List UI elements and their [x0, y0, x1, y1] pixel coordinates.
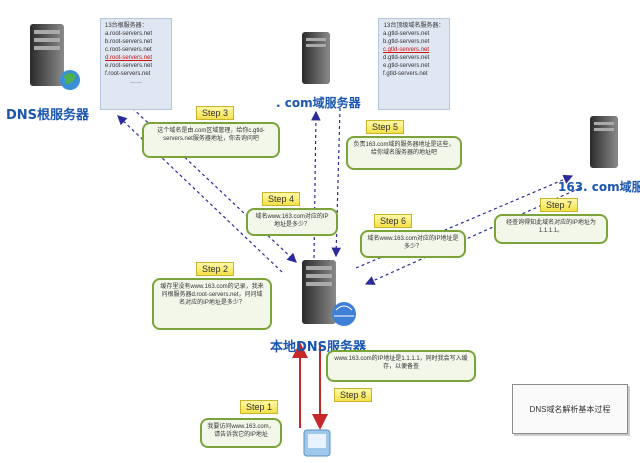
server-icon	[590, 116, 618, 168]
root-list-title: 13台根服务器：	[105, 23, 148, 29]
root-list-item: a.root-servers.net	[105, 31, 153, 37]
step-8-tag: Step 8	[334, 388, 373, 402]
server-icon	[30, 24, 80, 90]
root-list-item: ……	[130, 79, 142, 85]
step-1-tag: Step 1	[240, 400, 279, 414]
root-list-item: e.root-servers.net	[105, 63, 153, 69]
diagram-caption: DNS域名解析基本过程	[512, 384, 628, 434]
com-server-list: 13台顶级域名服务器： a.gtld-servers.net b.gtld-se…	[378, 18, 450, 110]
com-list-item: b.gtld-servers.net	[383, 39, 430, 45]
step-5-bubble: 负责163.com域的服务器地址是这些，给你域名服务器的地址吧	[346, 136, 462, 170]
server-icon	[302, 260, 356, 326]
server-icon	[302, 32, 330, 84]
step-7-tag: Step 7	[540, 198, 579, 212]
step-3-tag: Step 3	[196, 106, 235, 120]
computer-icon	[303, 429, 331, 457]
root-list-item-highlight: d.root-servers.net	[105, 55, 153, 61]
step-3-bubble: 这个域名是由.com区域管理，给你c.gtld-servers.net服务器地址…	[142, 122, 280, 158]
step-6-bubble: 域名www.163.com对应的IP地址是多少？	[360, 230, 466, 258]
local-server	[296, 256, 360, 334]
com-server	[296, 28, 336, 88]
com-server-label: . com域服务器	[276, 96, 361, 110]
step-4-bubble: 域名www.163.com对应的IP地址是多少？	[246, 208, 338, 236]
step-8-bubble: www.163.com的IP地址是1.1.1.1，同时我会写入缓存，以便备查	[326, 350, 476, 382]
com-list-item-highlight: c.gtld-servers.net	[383, 47, 430, 53]
step-7-bubble: 经查询得知此域名对应的IP地址为1.1.1.1。	[494, 214, 608, 244]
root-list-item: c.root-servers.net	[105, 47, 152, 53]
root-server-label: DNS根服务器	[6, 108, 90, 123]
step-4-tag: Step 4	[262, 192, 301, 206]
com-list-item: f.gtld-servers.net	[383, 71, 428, 77]
com-list-item: d.gtld-servers.net	[383, 55, 430, 61]
step-1-bubble: 我要访问www.163.com，请告诉我它的IP地址	[200, 418, 282, 448]
step-2-tag: Step 2	[196, 262, 235, 276]
root-list-item: f.root-servers.net	[105, 71, 151, 77]
root-server-list: 13台根服务器： a.root-servers.net b.root-serve…	[100, 18, 172, 110]
arrow-local-to-com	[311, 110, 321, 259]
com-list-title: 13台顶级域名服务器：	[383, 23, 445, 29]
root-list-item: b.root-servers.net	[105, 39, 153, 45]
com-list-item: e.gtld-servers.net	[383, 63, 430, 69]
root-server	[20, 18, 80, 98]
step-2-bubble: 缓存里没有www.163.com的记录，我来问根服务器d.root-server…	[152, 278, 272, 330]
domain-server-label: 163. com域服	[558, 180, 640, 194]
domain-server	[584, 112, 624, 172]
step-5-tag: Step 5	[366, 120, 405, 134]
step-6-tag: Step 6	[374, 214, 413, 228]
client-computer	[296, 426, 340, 458]
com-list-item: a.gtld-servers.net	[383, 31, 430, 37]
arrow-com-to-local	[331, 107, 342, 258]
